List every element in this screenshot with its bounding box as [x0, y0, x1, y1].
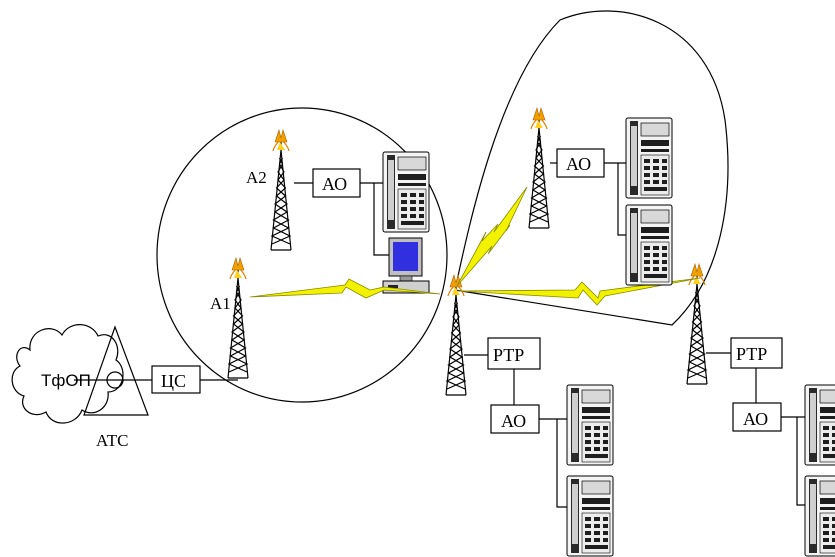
antenna-tower-icon [227, 257, 249, 379]
antenna-tower-icon [270, 129, 292, 251]
subscriber-unit-box: АО [556, 148, 605, 178]
desk-phone-icon [566, 475, 614, 557]
desk-phone-icon [804, 384, 835, 466]
ao-label: АО [501, 411, 526, 431]
ao-label: АО [322, 174, 347, 194]
coverage-ellipse-left [156, 107, 448, 403]
lightning-link-icon [457, 277, 701, 306]
lightning-link-icon [249, 278, 441, 299]
rtr-label: РТР [736, 344, 767, 364]
tower-a1-label: А1 [210, 294, 231, 313]
computer-icon [382, 237, 430, 294]
subscriber-unit-box: АО [732, 402, 782, 432]
desk-phone-icon [625, 204, 673, 286]
coverage-ellipse-right [454, 10, 729, 326]
subscriber-unit-box: АО [312, 168, 361, 198]
antenna-tower-icon [528, 107, 550, 229]
desk-phone-icon [382, 151, 430, 233]
exchange-label: АТС [96, 431, 129, 450]
antenna-tower-icon [445, 274, 467, 396]
pstn-label: ТфОП [41, 371, 91, 390]
triangle-exchange-icon [74, 325, 149, 416]
central-station-box: ЦС [151, 365, 201, 394]
ao-label: АО [566, 154, 591, 174]
subscriber-unit-box: АО [490, 404, 540, 434]
central-station-label: ЦС [161, 371, 186, 391]
desk-phone-icon [566, 384, 614, 466]
desk-phone-icon [625, 117, 673, 199]
rtr-label: РТР [493, 345, 524, 365]
lightning-link-icon [456, 186, 528, 287]
ao-label: АО [743, 409, 768, 429]
radio-relay-terminal-box: РТР [730, 337, 783, 369]
desk-phone-icon [804, 475, 835, 557]
radio-relay-terminal-box: РТР [487, 337, 541, 370]
cloud-icon: ТфОП [11, 324, 124, 424]
tower-a2-label: А2 [246, 168, 267, 187]
antenna-tower-icon [686, 263, 708, 385]
